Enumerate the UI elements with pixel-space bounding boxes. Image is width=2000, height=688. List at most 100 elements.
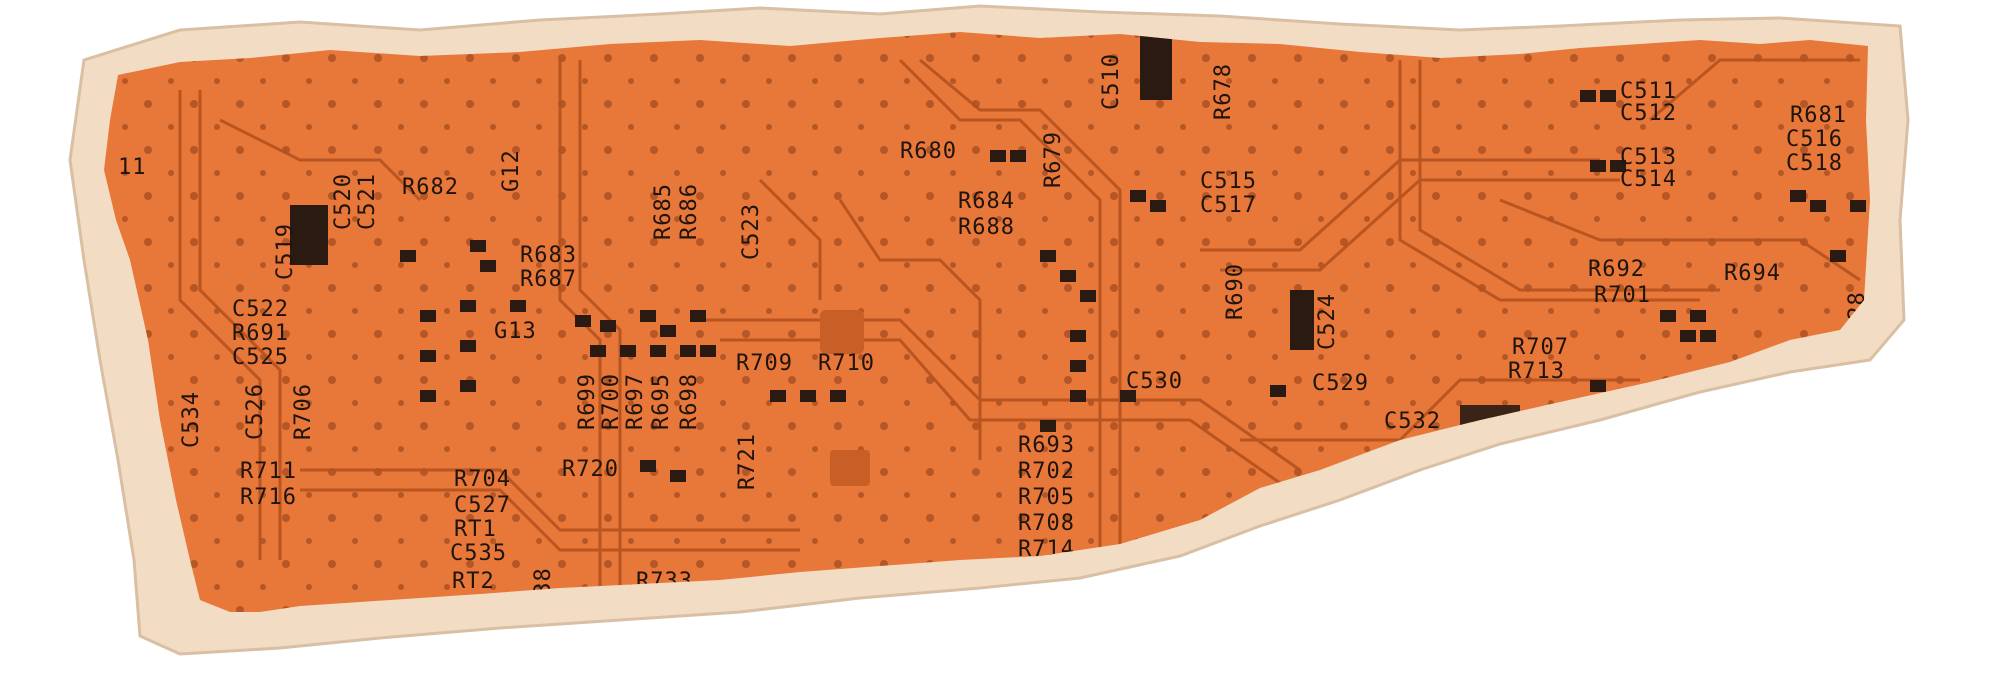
smd-pad [400,250,416,262]
silkscreen-label: R702 [1018,459,1075,484]
smd-pad [1810,200,1826,212]
pcb-trace [219,118,422,202]
pcb-trace [1200,158,1600,252]
smd-pad [420,350,436,362]
silkscreen-label: C526 [243,383,268,440]
silkscreen-label: R690 [1223,263,1248,320]
smd-pad [460,300,476,312]
pcb-trace [898,58,1102,560]
pcb-trace [919,58,1122,560]
pcb-trace [300,488,800,552]
silkscreen-label: C535 [450,541,507,566]
silkscreen-label: C518 [1786,151,1843,176]
smd-pad [670,470,686,482]
silkscreen-label: R721 [735,433,760,490]
ground-pad-2 [830,450,870,486]
smd-pad [1040,250,1056,262]
smd-pad [680,345,696,357]
smd-pad [480,260,496,272]
silkscreen-label: R680 [900,139,957,164]
silkscreen-label: C522 [232,297,289,322]
smd-pad [700,345,716,357]
silkscreen-label: R711 [240,459,297,484]
pcb-trace [758,178,822,300]
silkscreen-label: R705 [1018,485,1075,510]
silkscreen-label: R697 [623,373,648,430]
silkscreen-label: R707 [1512,335,1569,360]
silkscreen-label: R716 [240,485,297,510]
silkscreen-label: R700 [599,373,624,430]
silkscreen-label: C521 [355,173,380,230]
pcb-trace [1398,60,1700,302]
silkscreen-label: C525 [232,345,289,370]
smd-pad [1070,360,1086,372]
smd-pad [1590,160,1606,172]
smd-pad [1790,190,1806,202]
smd-pad [1150,200,1166,212]
smd-pad [1060,270,1076,282]
silkscreen-label: C519 [273,223,298,280]
capacitor-c524 [1290,290,1314,350]
smd-pad [690,310,706,322]
component-pads [400,90,1866,482]
pcb-traces [178,58,1861,600]
smd-pad [510,300,526,312]
silkscreen-label: C529 [1312,371,1369,396]
smd-pad [640,460,656,472]
silkscreen-label: R691 [232,321,289,346]
pcb-trace [198,90,282,560]
smd-pad [1270,385,1286,397]
pcb-trace [300,468,800,532]
silkscreen-label: R695 [649,373,674,430]
silkscreen-label: R706 [291,383,316,440]
smd-pad [1830,250,1846,262]
silkscreen-label: R686 [677,183,702,240]
silkscreen-label: C511 [1620,79,1677,104]
silkscreen-label: R687 [520,267,577,292]
silkscreen-label: R698 [677,373,702,430]
smd-pad [1680,330,1696,342]
silkscreen-label: C534 [179,391,204,448]
pcb-trace [178,90,262,560]
silkscreen-label: R720 [562,457,619,482]
silkscreen-label: RT1 [454,517,497,542]
silkscreen-label: C514 [1620,167,1677,192]
smd-pad [1080,290,1096,302]
smd-pad [1690,310,1706,322]
smd-pad [460,380,476,392]
smd-pad [1610,160,1626,172]
smd-pad [1580,90,1596,102]
smd-pad [650,345,666,357]
smd-pad [800,390,816,402]
pcb-trace [1240,378,1640,442]
smd-pad [600,320,616,332]
capacitor-c519 [290,205,328,265]
silkscreen-label: C523 [739,203,764,260]
silkscreen-label: RT2 [452,569,495,594]
silkscreen-label: C520 [331,173,356,230]
silkscreen-label: C524 [1315,293,1340,350]
smd-pad [1070,390,1086,402]
smd-pad [420,310,436,322]
silkscreen-label: R699 [575,373,600,430]
smd-pad [1130,190,1146,202]
smd-pad [1070,330,1086,342]
smd-pad [1850,200,1866,212]
silkscreen-label: C532 [1384,409,1441,434]
silkscreen-label: R682 [402,175,459,200]
silkscreen-label: R678 [1211,63,1236,120]
silkscreen-label: G12 [499,149,524,192]
smd-pad [1040,420,1056,432]
ground-pad [820,310,864,354]
silkscreen-label: C513 [1620,145,1677,170]
silkscreen-label: R708 [1018,511,1075,536]
silkscreen-label: G13 [494,319,537,344]
silkscreen-label: R693 [1018,433,1075,458]
silkscreen-label: R684 [958,189,1015,214]
smd-pad [590,345,606,357]
pcb-trace [1418,60,1720,292]
silkscreen-label: R71 [1500,447,1543,472]
silkscreen-label: R685 [651,183,676,240]
